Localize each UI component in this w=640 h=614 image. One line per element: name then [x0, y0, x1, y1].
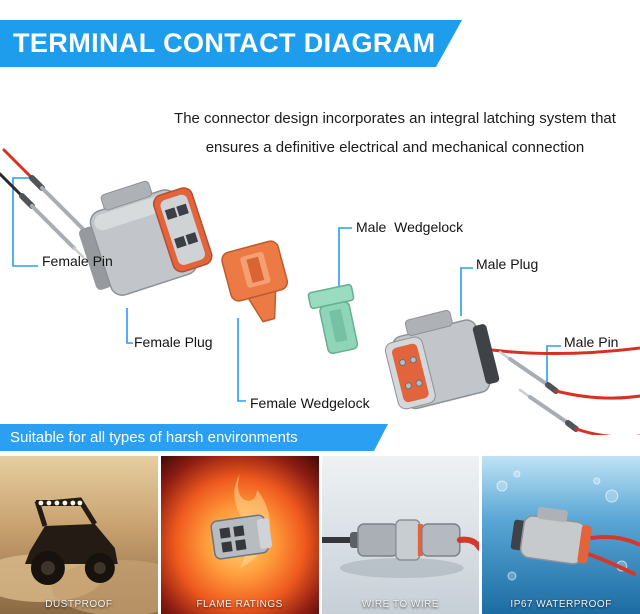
plug-latch	[100, 180, 153, 211]
page-title: TERMINAL CONTACT DIAGRAM	[13, 28, 436, 58]
wedge-groove	[329, 308, 348, 343]
pin-tip	[498, 350, 512, 361]
connector-diagram	[0, 148, 640, 435]
female-pin-illustration	[0, 148, 97, 259]
male-wedgelock-label: Male Wedgelock	[356, 219, 464, 235]
leader-lines	[12, 177, 561, 402]
description: The connector design incorporates an int…	[160, 104, 630, 162]
mated-connector-pair	[321, 519, 480, 561]
red-wire	[574, 427, 640, 435]
wire-to-wire-photo	[321, 519, 480, 578]
environment-tiles: DUSTPROOF FLAME RATINGS	[0, 456, 640, 614]
metal-pin	[528, 395, 570, 425]
female-plug-leader	[126, 308, 133, 344]
tile-label-wire-to-wire: WIRE TO WIRE	[361, 599, 440, 610]
female-plug-illustration	[79, 180, 213, 296]
flame-photo	[210, 474, 272, 568]
metal-pin	[30, 204, 76, 250]
wedge-slot-inner	[246, 256, 265, 283]
male-pin-leader	[546, 345, 561, 383]
waterproof-photo	[496, 470, 640, 581]
connector-in-flame	[210, 514, 272, 560]
description-line1: The connector design incorporates an int…	[174, 110, 616, 127]
crimp-barrel	[565, 420, 579, 432]
pin-tip	[72, 246, 85, 259]
underwater-connector	[510, 506, 640, 577]
pin-tip	[518, 388, 532, 399]
metal-pin	[40, 186, 88, 234]
black-wire	[0, 172, 24, 198]
male-plug-label: Male Plug	[476, 256, 539, 272]
tile-flame-ratings: FLAME RATINGS	[160, 456, 319, 614]
crimp-barrel	[545, 382, 559, 394]
environments-banner-text: Suitable for all types of harsh environm…	[10, 429, 298, 446]
seal-ring	[392, 343, 429, 403]
red-wire	[2, 148, 34, 180]
wedge-tail	[247, 290, 277, 323]
male-plug-illustration	[384, 310, 500, 410]
description-line2: ensures a definitive electrical and mech…	[205, 139, 585, 156]
tile-label-ip67-waterproof: IP67 WATERPROOF	[510, 599, 612, 610]
rear-grommet	[472, 324, 500, 385]
tile-label-flame-ratings: FLAME RATINGS	[196, 599, 283, 610]
tile-dustproof: DUSTPROOF	[0, 456, 158, 614]
plug-rear-cap	[79, 226, 112, 290]
female-pin-leader	[12, 177, 38, 267]
tile-ip67-waterproof: IP67 WATERPROOF	[482, 456, 640, 614]
male-wedgelock-illustration	[307, 283, 359, 355]
female-pin-label: Female Pin	[42, 253, 113, 269]
offroad-vehicle-silhouette	[24, 497, 118, 585]
environments-banner: Suitable for all types of harsh environm…	[0, 424, 388, 451]
female-wedgelock-leader	[237, 318, 246, 402]
crimp-barrel	[29, 175, 45, 191]
male-wedgelock-leader	[338, 227, 352, 288]
male-plug-leader	[460, 267, 473, 316]
male-pin-label: Male Pin	[564, 334, 619, 350]
female-plug-label: Female Plug	[134, 334, 213, 350]
plug-latch	[404, 310, 453, 336]
title-banner: TERMINAL CONTACT DIAGRAM	[0, 20, 462, 67]
red-wire	[491, 346, 640, 356]
male-pin-illustration	[498, 350, 640, 435]
bubbles	[496, 470, 628, 581]
tile-label-dustproof: DUSTPROOF	[45, 599, 113, 610]
female-wedgelock-label: Female Wedgelock	[250, 395, 370, 411]
pin-contacts	[399, 356, 423, 390]
red-wire	[554, 389, 640, 400]
metal-pin	[508, 357, 550, 387]
dustproof-photo	[0, 497, 158, 614]
female-wedgelock-illustration	[221, 240, 289, 323]
tile-wire-to-wire: WIRE TO WIRE	[321, 456, 480, 614]
crimp-barrel	[19, 193, 35, 209]
socket-holes	[164, 203, 199, 249]
